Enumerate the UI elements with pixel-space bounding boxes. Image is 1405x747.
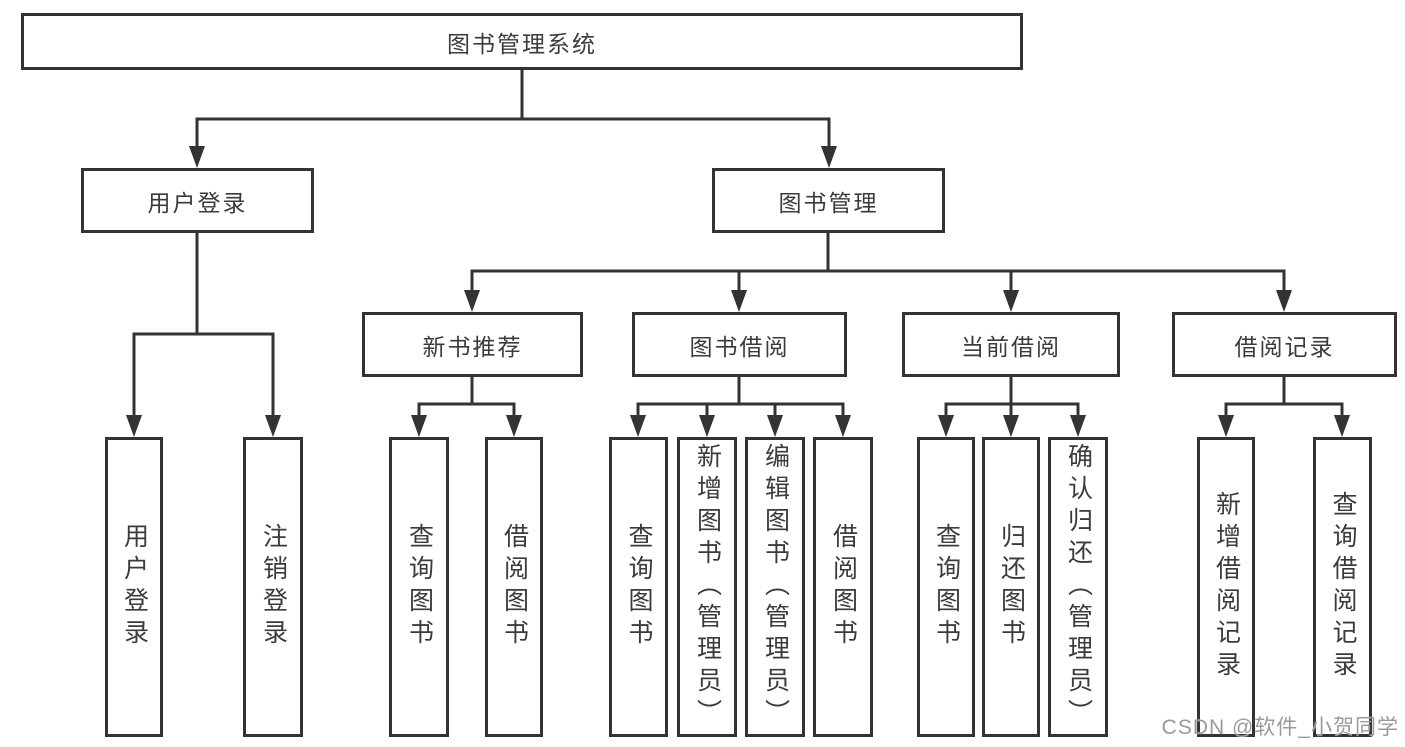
arrowhead: [464, 290, 480, 312]
node-label: 借阅图书: [829, 523, 858, 651]
arrowhead: [731, 290, 747, 312]
connector-book-borrow-split: [630, 376, 851, 437]
arrowhead: [1276, 290, 1292, 312]
leaf-add-books-admin: 新增图书（管理员）: [677, 437, 737, 737]
leaf-add-borrow-record: 新增借阅记录: [1197, 437, 1255, 737]
leaf-borrow-books: 借阅图书: [813, 437, 873, 737]
arrowhead: [1334, 415, 1350, 437]
node-user-login: 用户登录: [81, 168, 314, 233]
node-label: 图书管理: [778, 189, 879, 216]
node-book-borrow: 图书借阅: [632, 312, 847, 377]
leaf-edit-books-admin: 编辑图书（管理员）: [745, 437, 805, 737]
leaf-return-books: 归还图书: [982, 437, 1040, 737]
arrowhead: [821, 146, 837, 168]
leaf-borrow-books-recommend: 借阅图书: [485, 437, 543, 737]
node-borrow-records: 借阅记录: [1172, 312, 1397, 377]
connector-new-book-split: [411, 376, 522, 437]
node-new-book-recommend: 新书推荐: [362, 312, 583, 377]
arrowhead: [506, 415, 522, 437]
node-label: 查询图书: [405, 523, 434, 651]
connector-root-split: [189, 69, 837, 168]
connector-borrow-records-split: [1218, 376, 1350, 437]
arrowhead: [126, 415, 142, 437]
node-label: 借阅图书: [500, 523, 529, 651]
arrowhead: [411, 415, 427, 437]
leaf-query-books-current: 查询图书: [917, 437, 975, 737]
arrowhead: [1070, 415, 1086, 437]
node-label: 注销登录: [259, 523, 288, 651]
node-label: 查询图书: [625, 523, 653, 651]
leaf-user-login: 用户登录: [105, 437, 163, 737]
leaf-logout: 注销登录: [243, 437, 303, 737]
node-label: 归还图书: [997, 523, 1026, 651]
node-label: 新增图书（管理员）: [693, 443, 722, 731]
arrowhead: [265, 415, 281, 437]
node-current-borrow: 当前借阅: [902, 312, 1120, 377]
connector-user-login-split: [126, 232, 281, 437]
node-label: 图书管理系统: [447, 30, 597, 57]
arrowhead: [1218, 415, 1234, 437]
leaf-query-books-recommend: 查询图书: [389, 437, 449, 737]
node-label: 用户登录: [120, 523, 149, 651]
csdn-watermark: CSDN @软件_小贺同学: [1161, 716, 1399, 739]
arrowhead: [938, 415, 954, 437]
arrowhead: [699, 415, 715, 437]
connector-book-mgmt-split: [464, 232, 1292, 312]
leaf-confirm-return-admin: 确认归还（管理员）: [1048, 437, 1108, 737]
node-label: 查询图书: [932, 523, 961, 651]
leaf-query-borrow-record: 查询借阅记录: [1313, 437, 1372, 737]
node-label: 编辑图书（管理员）: [761, 443, 790, 731]
arrowhead: [835, 415, 851, 437]
node-book-management: 图书管理: [712, 168, 945, 233]
leaf-query-books-borrow: 查询图书: [609, 437, 668, 737]
connector-current-borrow-split: [938, 376, 1086, 437]
arrowhead: [767, 415, 783, 437]
node-label: 新书推荐: [422, 333, 523, 360]
node-label: 当前借阅: [961, 333, 1061, 360]
arrowhead: [1003, 290, 1019, 312]
arrowhead: [1003, 415, 1019, 437]
arrowhead: [189, 146, 205, 168]
node-label: 查询借阅记录: [1329, 491, 1357, 683]
node-label: 新增借阅记录: [1212, 491, 1241, 683]
node-root-system: 图书管理系统: [21, 13, 1023, 70]
node-label: 用户登录: [147, 189, 248, 216]
node-label: 确认归还（管理员）: [1064, 443, 1093, 731]
arrowhead: [630, 415, 646, 437]
node-label: 借阅记录: [1234, 333, 1335, 360]
node-label: 图书借阅: [689, 333, 790, 360]
